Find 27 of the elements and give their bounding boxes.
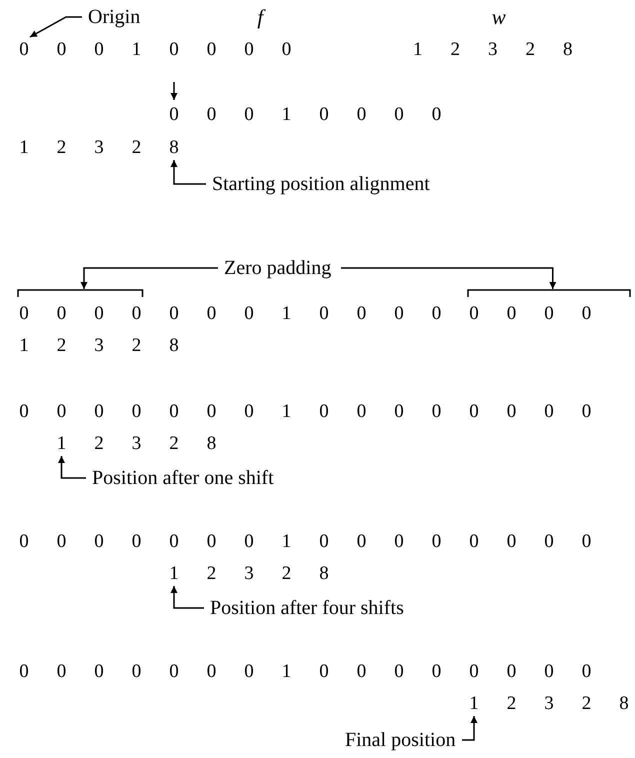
number-sequence: 1 2 3 2 8 (56, 433, 216, 455)
number-sequence: 1 2 3 2 8 (19, 137, 179, 159)
number-sequence: 0 0 0 0 0 0 0 1 0 0 0 0 0 0 0 0 (19, 303, 592, 325)
leader-line (80, 267, 218, 289)
leader-line (58, 456, 86, 479)
number-sequence: 1 2 3 2 8 (169, 563, 329, 585)
number-sequence: 0 0 0 0 0 0 0 1 0 0 0 0 0 0 0 0 (19, 661, 592, 683)
number-sequence: 0 0 0 0 0 0 0 1 0 0 0 0 0 0 0 0 (19, 401, 592, 423)
variable-label: w (492, 6, 506, 28)
leader-line (170, 586, 204, 609)
callout-text: Zero padding (224, 257, 332, 279)
callout-text: Position after one shift (92, 467, 274, 489)
number-sequence: 1 2 3 2 8 (19, 335, 179, 357)
leader-line (462, 716, 478, 741)
number-sequence: 0 0 0 0 0 0 0 1 0 0 0 0 0 0 0 0 (19, 531, 592, 553)
leader-line (170, 160, 206, 185)
number-sequence: 0 0 0 1 0 0 0 0 (169, 104, 442, 126)
leader-line (341, 267, 556, 289)
callout-text: Final position (345, 729, 456, 751)
number-sequence: 0 0 0 1 0 0 0 0 (19, 39, 292, 61)
callout-text: Position after four shifts (210, 597, 404, 619)
variable-label: f (257, 6, 264, 28)
number-sequence: 1 2 3 2 8 (413, 39, 572, 61)
callout-text: Starting position alignment (212, 173, 430, 195)
callout-text: Origin (88, 6, 140, 28)
leader-line (30, 16, 82, 38)
number-sequence: 1 2 3 2 8 (469, 693, 629, 715)
